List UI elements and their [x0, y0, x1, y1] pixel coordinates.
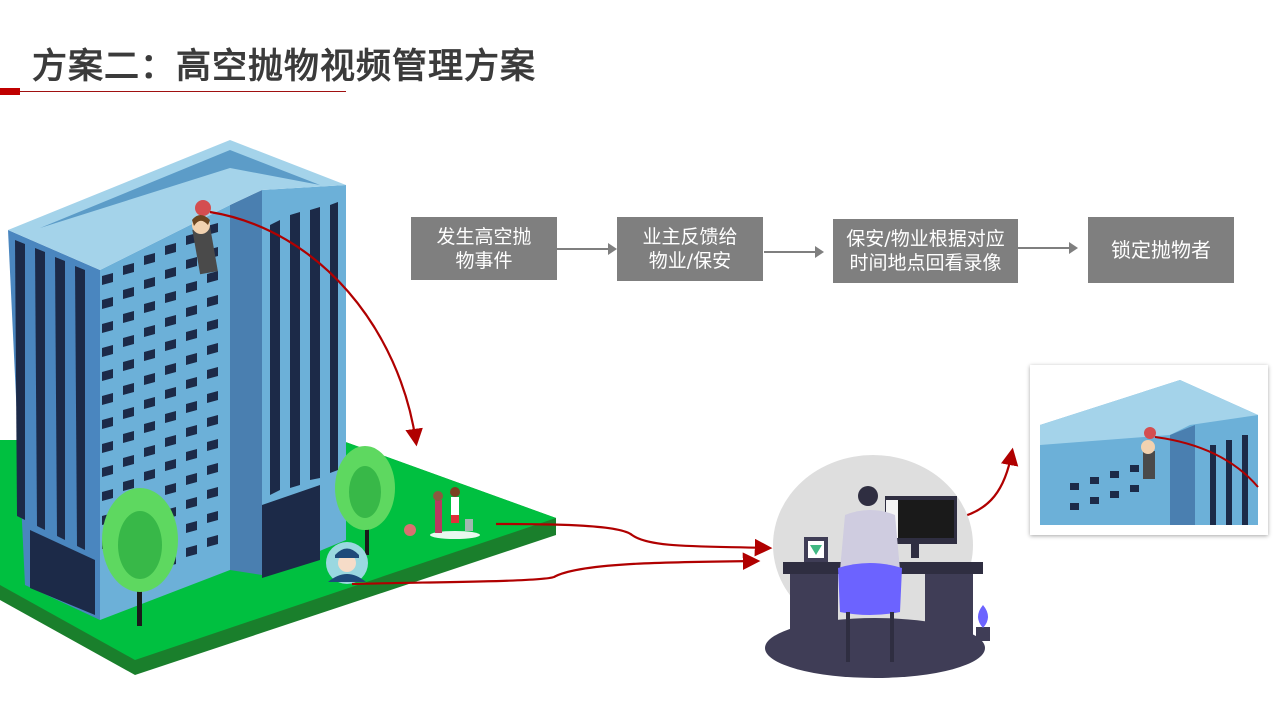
- tree-icon: [335, 446, 395, 555]
- building-window: [186, 497, 197, 509]
- building-window: [123, 431, 134, 443]
- building-window: [186, 353, 197, 365]
- building-window: [207, 487, 218, 499]
- building-window: [144, 397, 155, 409]
- event-path: [209, 210, 1019, 586]
- fallen-object-icon: [404, 524, 416, 536]
- page-title: 方案二：高空抛物视频管理方案: [32, 47, 537, 87]
- flow-step-text: 锁定抛物者: [1111, 238, 1211, 262]
- building-window: [207, 391, 218, 403]
- building-window: [165, 315, 176, 327]
- building-window: [123, 383, 134, 395]
- building-window: [186, 305, 197, 317]
- building-window: [165, 243, 176, 255]
- witnesses-figure: [430, 487, 480, 539]
- building-window: [186, 425, 197, 437]
- flow-step-review: 保安/物业根据对应时间地点回看录像: [833, 219, 1018, 283]
- building-window: [165, 459, 176, 471]
- building-window: [186, 329, 197, 341]
- building-window: [102, 417, 113, 429]
- building-window: [186, 281, 197, 293]
- building-window: [102, 369, 113, 381]
- building-window: [102, 441, 113, 453]
- building-window: [144, 253, 155, 265]
- building-window: [165, 339, 176, 351]
- flow-step-text: 业主反馈给: [642, 226, 738, 248]
- building-window: [102, 345, 113, 357]
- building-window: [123, 287, 134, 299]
- building-window: [207, 271, 218, 283]
- monitor-operator-illustration: [765, 455, 990, 678]
- building-window: [123, 479, 134, 491]
- vue-logo-frame: [804, 537, 828, 562]
- building-window: [207, 295, 218, 307]
- building-window: [186, 473, 197, 485]
- flow-arrow: [764, 246, 824, 258]
- flow-arrow: [557, 243, 617, 255]
- flow-step-incident: 发生高空抛物事件: [411, 217, 557, 280]
- building-window: [207, 343, 218, 355]
- building-window: [144, 469, 155, 481]
- building-window: [207, 511, 218, 523]
- building-window: [144, 445, 155, 457]
- building-window: [207, 367, 218, 379]
- flow-step-report: 业主反馈给物业/保安: [617, 217, 763, 281]
- building-window: [186, 545, 197, 557]
- building-window: [123, 407, 134, 419]
- building-window: [123, 311, 134, 323]
- building-window: [186, 401, 197, 413]
- tree-icon: [102, 488, 178, 626]
- building-window: [102, 489, 113, 501]
- building-window: [144, 277, 155, 289]
- title-underline: [20, 91, 346, 92]
- building-playback-frame: [1040, 380, 1259, 525]
- plant-icon: [976, 605, 990, 641]
- flow-step-text: 物业/保安: [648, 250, 732, 272]
- flow-step-text: 时间地点回看录像: [849, 252, 1002, 274]
- surveillance-monitor: [885, 496, 957, 558]
- title-accent-bar: [0, 88, 20, 95]
- building-window: [165, 291, 176, 303]
- building-window: [102, 321, 113, 333]
- building-window: [165, 411, 176, 423]
- flow-arrow: [1018, 242, 1078, 254]
- building-window: [186, 257, 197, 269]
- building-window: [165, 435, 176, 447]
- building-window: [123, 359, 134, 371]
- flow-step-identify: 锁定抛物者: [1088, 217, 1234, 283]
- flow-step-text: 发生高空抛: [436, 225, 532, 248]
- flow-step-text: 物事件: [455, 249, 513, 272]
- security-guard-avatar: [326, 542, 368, 584]
- building-window: [165, 363, 176, 375]
- building-window: [207, 463, 218, 475]
- thrower-figure: [192, 200, 218, 275]
- building-window: [207, 535, 218, 547]
- building-window: [186, 449, 197, 461]
- building-window: [123, 335, 134, 347]
- building-window: [207, 319, 218, 331]
- building-window: [207, 439, 218, 451]
- building-window: [165, 387, 176, 399]
- playback-thumbnail: [1030, 365, 1268, 535]
- building-window: [144, 373, 155, 385]
- building-window: [186, 521, 197, 533]
- building-window: [102, 297, 113, 309]
- building-window: [144, 301, 155, 313]
- building-window: [186, 377, 197, 389]
- building-window: [165, 267, 176, 279]
- building-window: [165, 483, 176, 495]
- building-window: [144, 421, 155, 433]
- flow-step-text: 保安/物业根据对应: [846, 228, 1005, 250]
- building-window: [207, 415, 218, 427]
- building-window: [102, 465, 113, 477]
- building-window: [102, 273, 113, 285]
- building-window: [123, 263, 134, 275]
- building-window: [102, 393, 113, 405]
- building-window: [144, 325, 155, 337]
- building-window: [144, 349, 155, 361]
- building-window: [123, 455, 134, 467]
